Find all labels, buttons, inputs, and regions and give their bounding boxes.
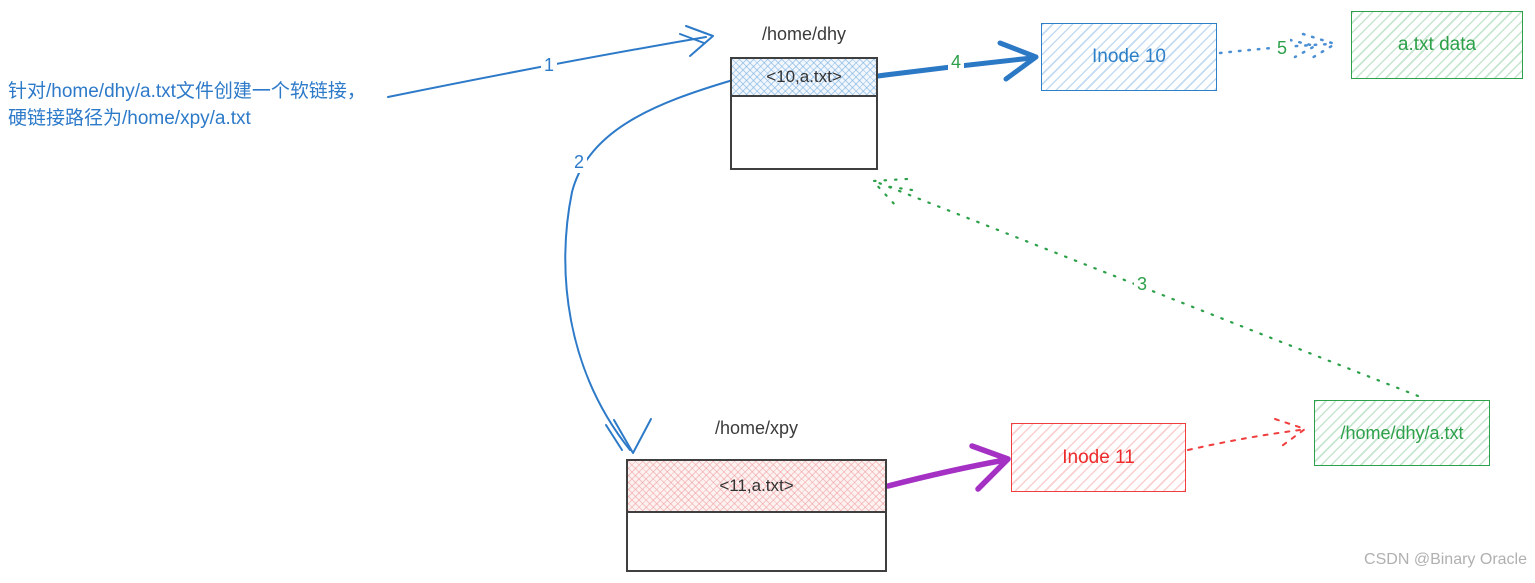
inode11-path-arrow — [1187, 418, 1306, 451]
inode11-box: Inode 11 — [1011, 423, 1186, 492]
step2-arrow — [564, 79, 734, 454]
csdn-watermark: CSDN @Binary Oracle — [1364, 551, 1527, 568]
xpy-directory-table: <11,a.txt> — [626, 459, 887, 572]
xpy-table-title: /home/xpy — [714, 418, 799, 438]
annotation-line2: 硬链接路径为/home/xpy/a.txt — [8, 108, 251, 129]
step5-arrow — [1218, 32, 1337, 63]
dhy-directory-table: <10,a.txt> — [730, 57, 878, 170]
symlink-path-box: /home/dhy/a.txt — [1314, 400, 1490, 466]
dhy-entry-cell: <10,a.txt> — [732, 59, 876, 97]
inode10-box: Inode 10 — [1041, 23, 1217, 91]
step5-label: 5 — [1274, 38, 1291, 59]
step3-label: 3 — [1134, 274, 1151, 295]
atxt-data-box: a.txt data — [1351, 11, 1523, 79]
hardlink-arrow — [885, 443, 1011, 492]
xpy-entry-cell: <11,a.txt> — [628, 461, 885, 513]
step2-label: 2 — [571, 152, 588, 173]
annotation-text: 针对/home/dhy/a.txt文件创建一个软链接， 硬链接路径为/home/… — [8, 78, 408, 132]
step3-arrow — [871, 177, 1420, 398]
step1-label: 1 — [541, 55, 558, 76]
annotation-line1: 针对/home/dhy/a.txt文件创建一个软链接， — [8, 81, 366, 102]
dhy-table-title: /home/dhy — [761, 24, 847, 44]
step4-label: 4 — [948, 52, 965, 73]
